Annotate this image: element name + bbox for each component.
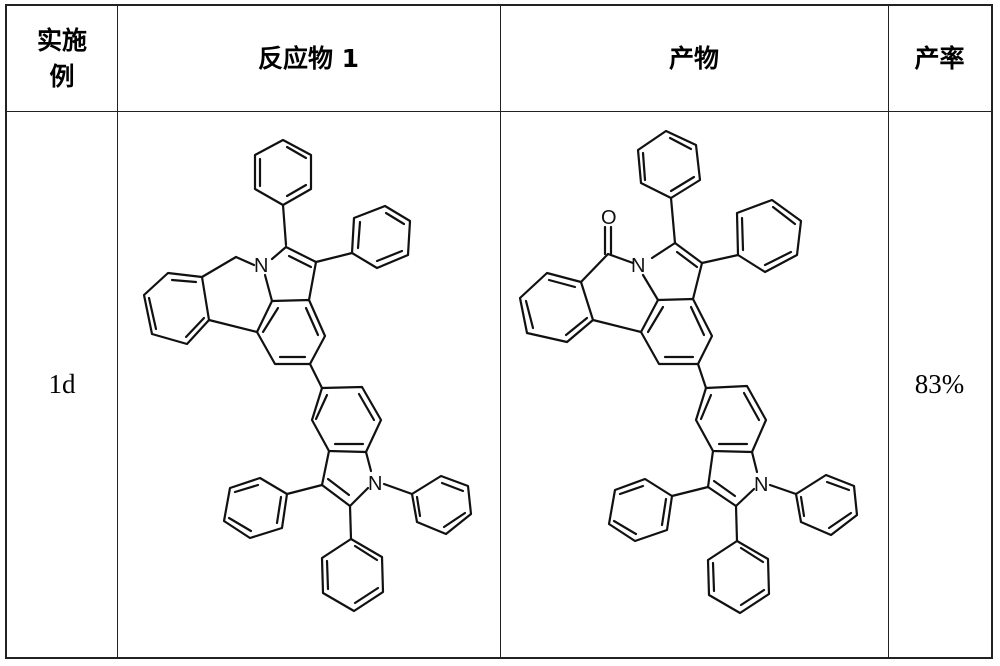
svg-text:N: N bbox=[368, 473, 382, 495]
svg-text:N: N bbox=[254, 255, 268, 277]
header-divider bbox=[7, 111, 991, 112]
yield-value: 83% bbox=[914, 368, 965, 399]
svg-text:O: O bbox=[601, 207, 617, 229]
header-yield: 产率 bbox=[914, 43, 965, 73]
header-example: 实施 例 bbox=[7, 6, 117, 111]
header-example-line-2: 例 bbox=[49, 61, 75, 91]
column-divider bbox=[500, 6, 501, 657]
header-product: 产物 bbox=[668, 43, 719, 73]
results-table: 实施 例 反应物 1 产物 产率 1d 83% bbox=[5, 4, 993, 659]
example-id: 1d bbox=[48, 368, 76, 399]
column-divider bbox=[888, 6, 889, 657]
header-example-line-1: 实施 bbox=[36, 25, 87, 55]
svg-text:N: N bbox=[754, 474, 768, 496]
header-reactant: 反应物 1 bbox=[257, 43, 360, 73]
column-divider bbox=[117, 6, 118, 657]
svg-text:N: N bbox=[631, 255, 645, 277]
